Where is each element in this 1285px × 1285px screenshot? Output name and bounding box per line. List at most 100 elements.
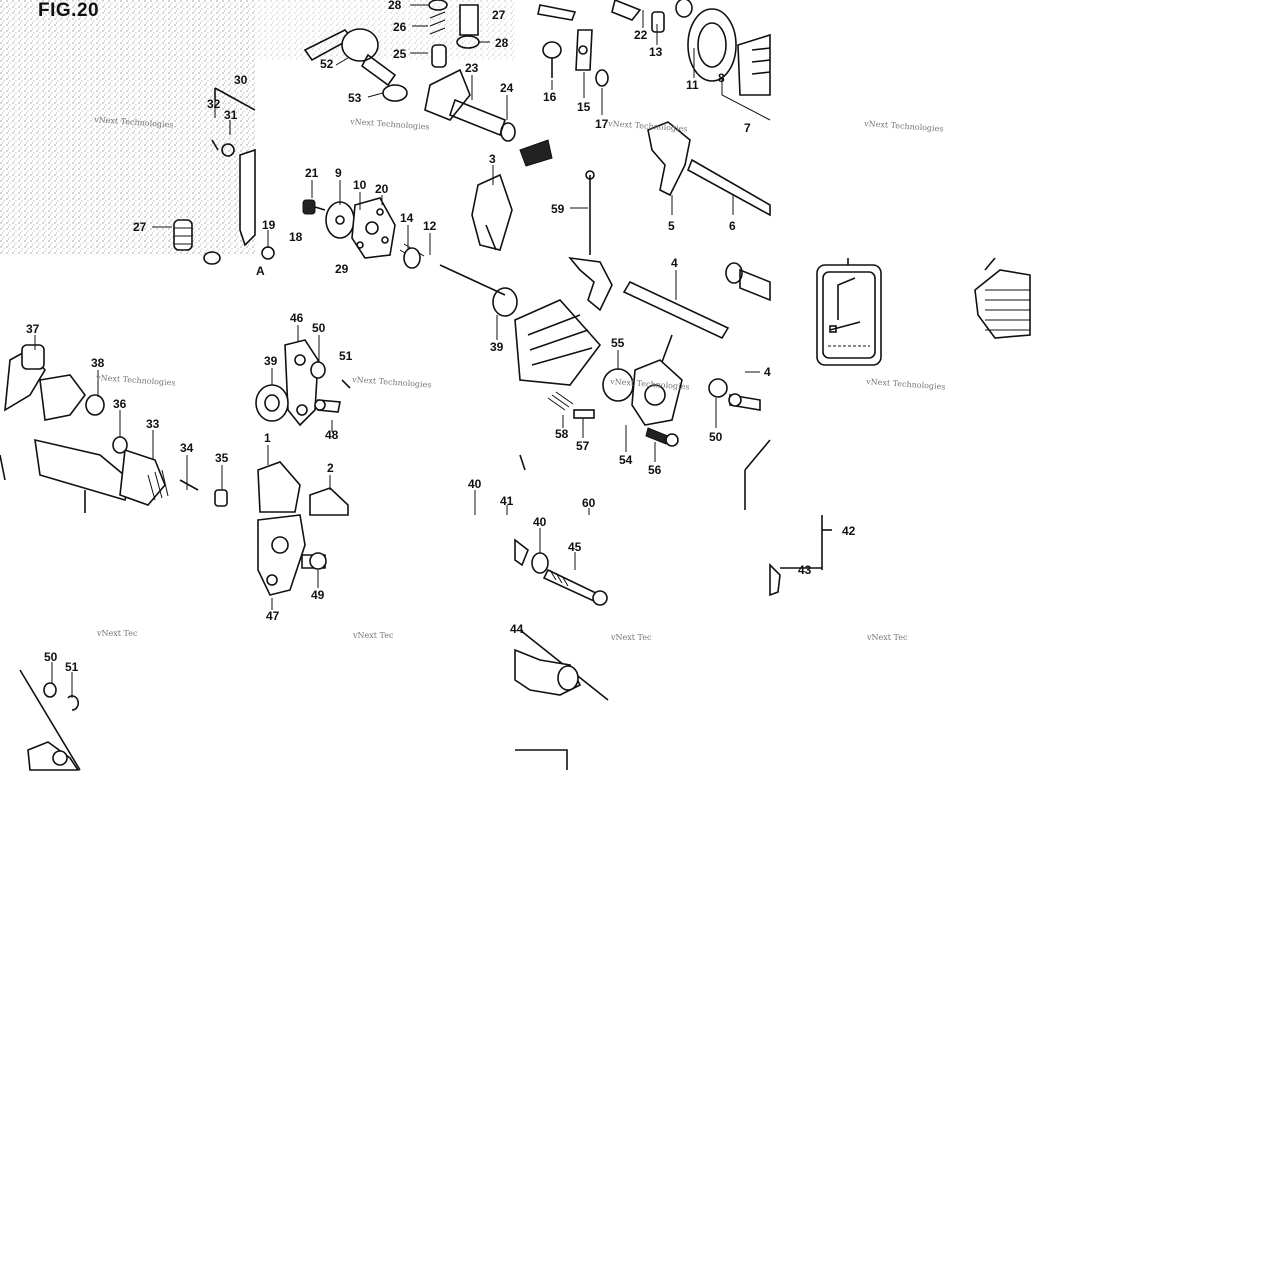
- callout-60: 60: [582, 496, 596, 510]
- callout-40: 40: [533, 515, 547, 529]
- callout-6: 6: [729, 219, 736, 233]
- callout-19: 19: [262, 218, 276, 232]
- callout-57: 57: [576, 439, 590, 453]
- callout-46: 46: [290, 311, 304, 325]
- callout-3: 3: [489, 152, 496, 166]
- bracket-42-43: [769, 515, 832, 597]
- watermark: vNext Technologies: [95, 373, 176, 388]
- callout-5: 5: [668, 219, 675, 233]
- shift-fork-47: [257, 514, 327, 596]
- shift-pattern-decal: [816, 258, 882, 366]
- callout-23: 23: [465, 61, 479, 75]
- callout-33: 33: [146, 417, 160, 431]
- watermark: vNext Tec: [96, 629, 138, 638]
- callout-36: 36: [113, 397, 127, 411]
- callout-28: 28: [495, 36, 509, 50]
- callout-20: 20: [375, 182, 389, 196]
- callout-50: 50: [44, 650, 58, 664]
- watermark: vNext Tec: [352, 631, 394, 640]
- callout-42: 42: [842, 524, 856, 538]
- callout-25: 25: [393, 47, 407, 61]
- callout-24: 24: [500, 81, 514, 95]
- callout-55: 55: [611, 336, 625, 350]
- callout-26: 26: [393, 20, 407, 34]
- callout-54: 54: [619, 453, 633, 467]
- callout-22: 22: [634, 28, 648, 42]
- callout-50: 50: [312, 321, 326, 335]
- shift-shaft-assembly: [303, 0, 553, 251]
- shift-fork-and-rod-upper: [585, 121, 771, 255]
- callout-38: 38: [91, 356, 105, 370]
- callout-30: 30: [234, 73, 248, 87]
- callout-27: 27: [492, 8, 506, 22]
- callout-31: 31: [224, 108, 238, 122]
- shift-forks-1-2: [257, 461, 349, 516]
- gearshift-cam-drum: [399, 243, 771, 510]
- callout-labels: 28 26 27 25 28 52 53 23 24 22 13 11 8 7 …: [26, 0, 856, 674]
- callout-48: 48: [325, 428, 339, 442]
- callout-39: 39: [264, 354, 278, 368]
- callout-18: 18: [289, 230, 303, 244]
- callout-56: 56: [648, 463, 662, 477]
- callout-13: 13: [649, 45, 663, 59]
- shift-pedal-rubber: [974, 257, 1031, 339]
- callout-43: 43: [798, 563, 812, 577]
- callout-51: 51: [65, 660, 79, 674]
- callout-32: 32: [207, 97, 221, 111]
- callout-8: 8: [718, 71, 725, 85]
- callout-41: 41: [500, 494, 514, 508]
- callout-4: 4: [671, 256, 678, 270]
- watermark: vNext Tec: [866, 633, 908, 642]
- washer-clip-lower-left: [19, 669, 81, 771]
- figure-title: FIG.20: [38, 0, 100, 21]
- callout-34: 34: [180, 441, 194, 455]
- scan-noise-area: [0, 0, 255, 255]
- callout-58: 58: [555, 427, 569, 441]
- callout-16: 16: [543, 90, 557, 104]
- callout-51: 51: [339, 349, 353, 363]
- callout-10: 10: [353, 178, 367, 192]
- shift-drum-area: [537, 0, 771, 96]
- callout-28: 28: [388, 0, 402, 12]
- callout-52: 52: [320, 57, 334, 71]
- callout-11: 11: [686, 78, 699, 92]
- callout-9: 9: [335, 166, 342, 180]
- callout-A: A: [256, 264, 265, 278]
- callout-40: 40: [468, 477, 482, 491]
- watermark: vNext Technologies: [607, 119, 688, 134]
- callout-29: 29: [335, 262, 349, 276]
- callout-14: 14: [400, 211, 414, 225]
- callout-21: 21: [305, 166, 319, 180]
- watermark: vNext Technologies: [351, 375, 432, 390]
- watermark: vNext Tec: [610, 633, 652, 642]
- callout-27: 27: [133, 220, 147, 234]
- gear-shift-stopper: [255, 339, 351, 427]
- callout-17: 17: [595, 117, 609, 131]
- callout-44: 44: [510, 622, 524, 636]
- callout-15: 15: [577, 100, 591, 114]
- shift-rod-lower: [568, 256, 771, 340]
- watermark: vNext Technologies: [349, 117, 430, 132]
- callout-53: 53: [348, 91, 362, 105]
- callout-49: 49: [311, 588, 325, 602]
- cam-plate: [302, 197, 396, 259]
- callout-45: 45: [568, 540, 582, 554]
- callout-37: 37: [26, 322, 40, 336]
- watermark: vNext Technologies: [865, 377, 946, 392]
- bolt-45-assembly: [514, 538, 609, 770]
- callout-59: 59: [551, 202, 565, 216]
- callout-47: 47: [266, 609, 280, 623]
- callout-4: 4: [764, 365, 771, 379]
- callout-35: 35: [215, 451, 229, 465]
- callout-7: 7: [744, 121, 751, 135]
- callout-2: 2: [327, 461, 334, 475]
- watermark: vNext Technologies: [863, 119, 944, 134]
- callout-39: 39: [490, 340, 504, 354]
- callout-1: 1: [264, 431, 271, 445]
- callout-12: 12: [423, 219, 437, 233]
- callout-50: 50: [709, 430, 723, 444]
- leader-lines: [34, 4, 771, 698]
- shift-shaft-arm: [0, 344, 228, 513]
